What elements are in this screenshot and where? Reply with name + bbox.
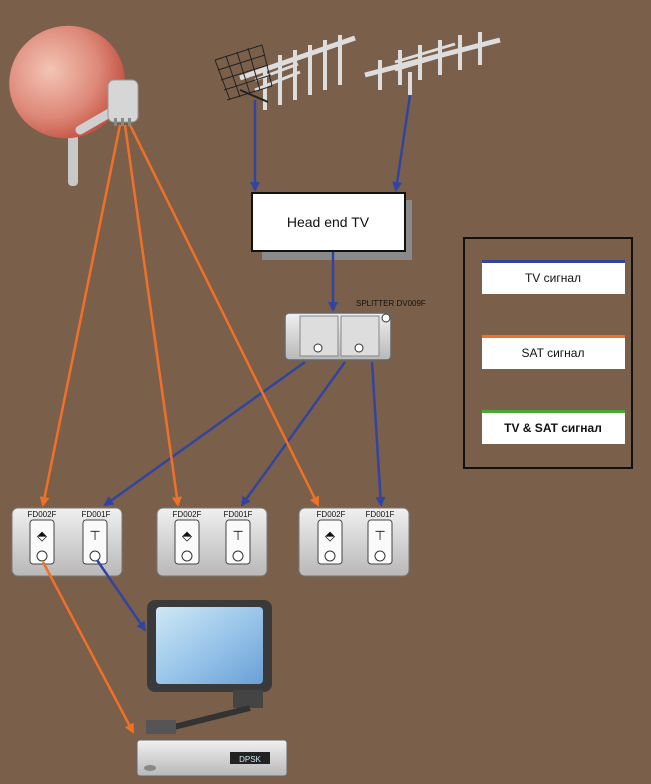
tv-line-out-2 (240, 361, 347, 507)
svg-text:⬘: ⬘ (37, 528, 47, 543)
outlet-3-tv-label: FD001F (366, 510, 395, 519)
satellite-receiver-icon: DPSK (136, 705, 288, 777)
outlet-group-3: FD002F FD001F ⬘ ⊤ (298, 507, 410, 577)
satellite-dish-icon (9, 25, 139, 186)
legend-item-tv-sat: TV & SAT сигнал (482, 410, 625, 444)
tv-line-out-1 (103, 360, 306, 507)
tv-antenna-icon (364, 32, 501, 95)
outlet-group-1: FD002F FD001F ⬘ ⊤ (11, 507, 123, 577)
svg-text:⊤: ⊤ (374, 528, 385, 543)
tv-set-icon (147, 600, 272, 708)
tv-line-out-3 (370, 361, 386, 507)
headend-tv-box: Head end TV (251, 192, 412, 260)
legend-item-tv: TV сигнал (482, 260, 625, 294)
outlet-2-tv-label: FD001F (224, 510, 253, 519)
svg-text:⬘: ⬘ (325, 528, 335, 543)
tv-antenna-grid-icon (214, 35, 356, 110)
outlet-group-2: FD002F FD001F ⬘ ⊤ (156, 507, 268, 577)
svg-text:⬘: ⬘ (182, 528, 192, 543)
tv-line-to-tv (95, 559, 147, 632)
receiver-display: DPSK (239, 755, 261, 764)
splitter: SPLITTER DV009F (284, 299, 426, 361)
legend-sat-label: SAT сигнал (522, 346, 585, 360)
legend-tv-sat-label: TV & SAT сигнал (504, 421, 602, 435)
signal-lines (39, 94, 412, 734)
legend-item-sat: SAT сигнал (482, 335, 625, 369)
sat-line-out-2 (123, 124, 182, 507)
outlet-3-sat-label: FD002F (317, 510, 346, 519)
outlet-2-sat-label: FD002F (173, 510, 202, 519)
splitter-label: SPLITTER DV009F (356, 299, 426, 308)
svg-text:⊤: ⊤ (232, 528, 243, 543)
outlet-1-tv-label: FD001F (82, 510, 111, 519)
tv-line-antenna2 (392, 94, 412, 192)
sat-line-out-1 (39, 124, 122, 507)
sat-line-out-3 (128, 124, 320, 507)
legend: TV сигнал SAT сигнал TV & SAT сигнал (463, 237, 633, 469)
svg-text:⊤: ⊤ (89, 528, 100, 543)
legend-tv-label: TV сигнал (525, 271, 581, 285)
sat-line-to-receiver (41, 561, 135, 734)
outlet-1-sat-label: FD002F (28, 510, 57, 519)
headend-label: Head end TV (287, 214, 370, 230)
